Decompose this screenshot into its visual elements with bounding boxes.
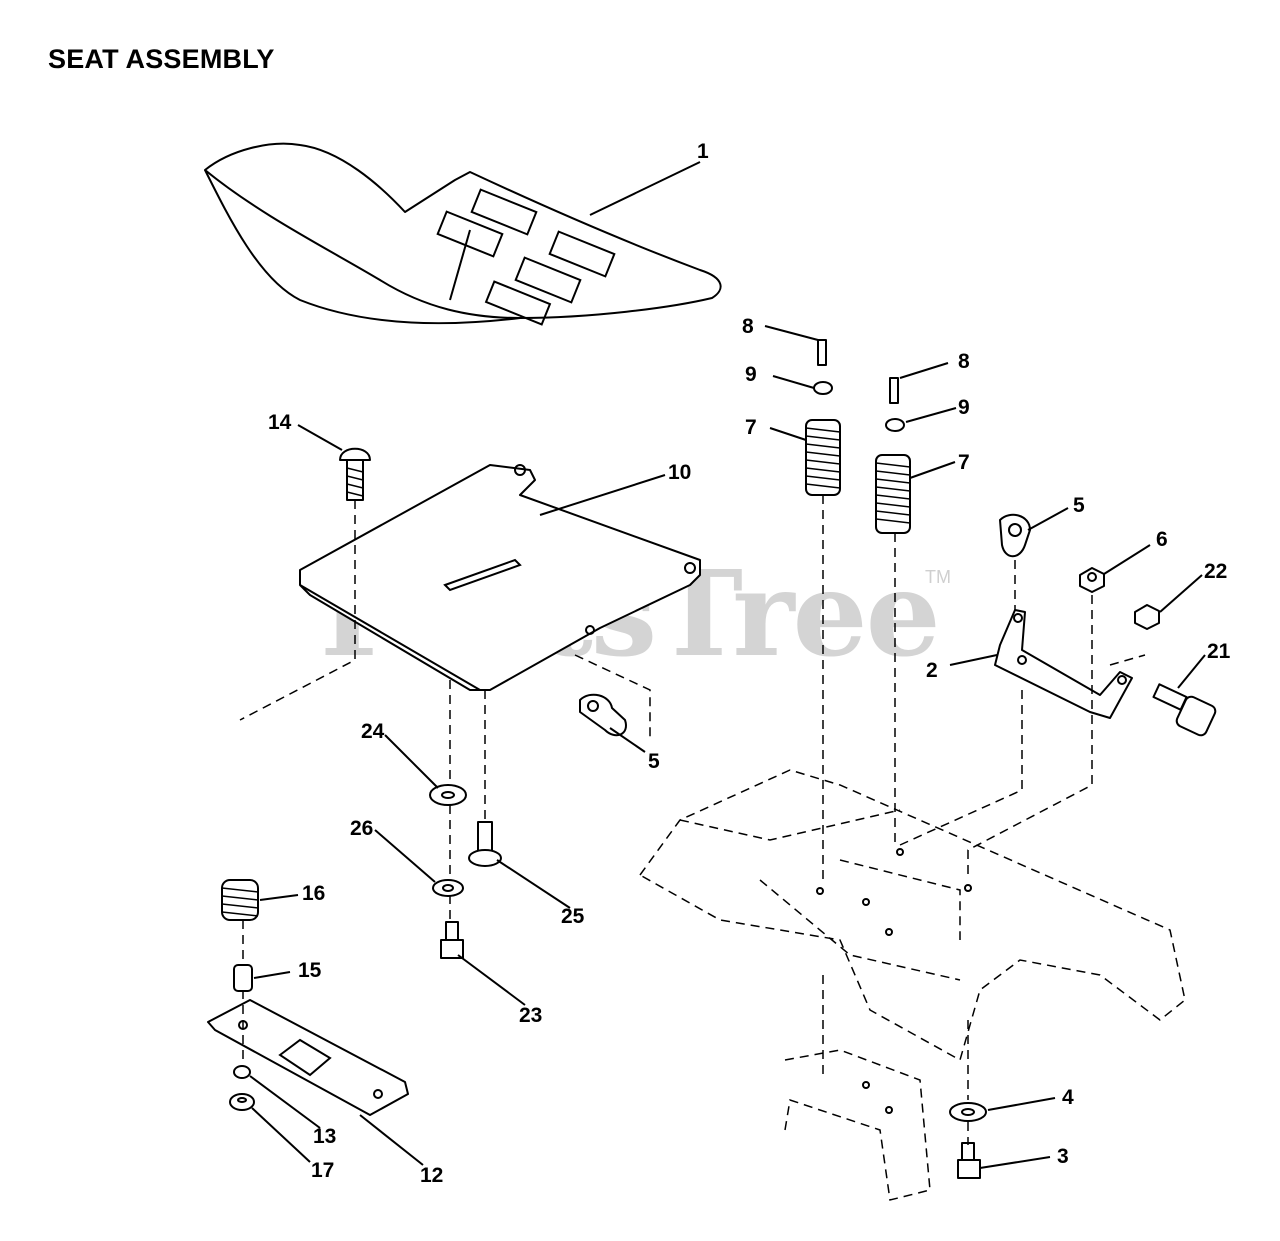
seat-pan-part xyxy=(299,464,701,691)
callout-4: 4 xyxy=(1062,1086,1074,1109)
callout-23: 23 xyxy=(519,1004,542,1027)
nut-part-17 xyxy=(229,1093,255,1111)
bolt-part-13 xyxy=(233,1065,251,1079)
callout-3: 3 xyxy=(1057,1145,1069,1168)
bolt-part-25 xyxy=(468,821,502,867)
callout-9b: 9 xyxy=(958,396,970,419)
callout-13: 13 xyxy=(313,1125,336,1148)
callout-14: 14 xyxy=(268,411,292,434)
callout-15: 15 xyxy=(298,959,322,982)
seat-part xyxy=(204,142,722,326)
callout-9a: 9 xyxy=(745,363,757,386)
spring-part-16 xyxy=(221,879,259,921)
callout-24: 24 xyxy=(361,720,385,743)
callout-7a: 7 xyxy=(745,416,757,439)
callout-17: 17 xyxy=(311,1159,334,1182)
page-title: SEAT ASSEMBLY xyxy=(48,44,275,74)
spring-part-left xyxy=(805,339,841,496)
callout-2: 2 xyxy=(926,659,938,682)
callout-5b: 5 xyxy=(648,750,660,773)
clip-part-right xyxy=(999,513,1031,558)
callout-7b: 7 xyxy=(958,451,970,474)
callout-5a: 5 xyxy=(1073,494,1085,517)
nut-part-6 xyxy=(1079,567,1105,593)
spring-part-right xyxy=(875,377,911,534)
callout-10: 10 xyxy=(668,461,691,484)
watermark-trademark: TM xyxy=(925,567,951,587)
callout-8a: 8 xyxy=(742,315,754,338)
washer-part-24 xyxy=(429,784,467,806)
bolt-part-23 xyxy=(440,921,464,959)
callout-1: 1 xyxy=(697,140,709,163)
callout-21: 21 xyxy=(1207,640,1231,663)
nut-part-22 xyxy=(1134,604,1160,630)
frame-outline xyxy=(638,769,1186,1201)
spacer-part-15 xyxy=(233,964,253,992)
washer-part-26 xyxy=(432,879,464,897)
callout-25: 25 xyxy=(561,905,585,928)
carriage-bolt-part xyxy=(339,447,371,501)
callout-labels: 1 2 3 4 5 5 6 7 7 8 8 9 9 10 12 13 14 15… xyxy=(268,140,1231,1187)
bracket-part xyxy=(994,609,1133,719)
knob-part-21 xyxy=(1152,683,1217,737)
bolt-part-3 xyxy=(957,1142,981,1179)
callout-22: 22 xyxy=(1204,560,1227,583)
washer-part-4 xyxy=(949,1102,987,1122)
callout-16: 16 xyxy=(302,882,325,905)
leader-lines xyxy=(249,161,1206,1169)
callout-8b: 8 xyxy=(958,350,970,373)
callout-26: 26 xyxy=(350,817,373,840)
slide-plate-part-12 xyxy=(207,999,409,1116)
assembly-lines xyxy=(239,495,1146,1145)
callout-6: 6 xyxy=(1156,528,1168,551)
callout-12: 12 xyxy=(420,1164,443,1187)
clip-part-left xyxy=(579,693,627,737)
